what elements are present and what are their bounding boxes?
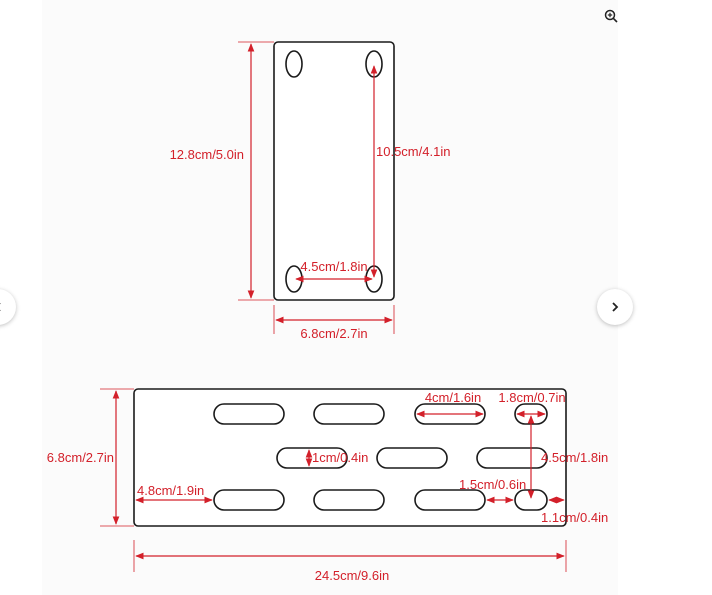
slot-length-label: 4cm/1.6in	[425, 390, 481, 405]
slot	[376, 447, 448, 469]
hole-spacing-vertical-label: 10.5cm/4.1in	[376, 144, 450, 159]
slot	[213, 403, 285, 425]
slot	[313, 489, 385, 511]
slot-gap-label: 1.5cm/0.6in	[459, 477, 526, 492]
top-plate: 12.8cm/5.0in 10.5cm/4.1in 4.5cm/1.8in 6.…	[170, 41, 450, 341]
slot	[313, 403, 385, 425]
bottom-plate: 6.8cm/2.7in 4cm/1.6in 1.8cm/0.7in 1cm/0.…	[47, 388, 608, 583]
chevron-right-icon	[612, 302, 619, 312]
top-plate-width-label: 6.8cm/2.7in	[300, 326, 367, 341]
top-plate-height-label: 12.8cm/5.0in	[170, 147, 244, 162]
bottom-plate-height-label: 6.8cm/2.7in	[47, 450, 114, 465]
slot	[414, 489, 486, 511]
slot	[476, 447, 548, 469]
bottom-plate-width-label: 24.5cm/9.6in	[315, 568, 389, 583]
zoom-in-icon	[604, 9, 618, 23]
mount-hole	[285, 50, 303, 78]
slot-width-label: 1cm/0.4in	[312, 450, 368, 465]
top-plate-outline	[273, 41, 395, 301]
end-spacing-label: 4.5cm/1.8in	[541, 450, 608, 465]
hole-spacing-horizontal-label: 4.5cm/1.8in	[300, 259, 367, 274]
end-slot-label: 1.8cm/0.7in	[498, 390, 565, 405]
previous-image-button[interactable]	[0, 289, 16, 325]
zoom-button[interactable]	[600, 5, 622, 27]
left-offset-label: 4.8cm/1.9in	[137, 483, 204, 498]
slot	[213, 489, 285, 511]
next-image-button[interactable]	[597, 289, 633, 325]
edge-gap-label: 1.1cm/0.4in	[541, 510, 608, 525]
